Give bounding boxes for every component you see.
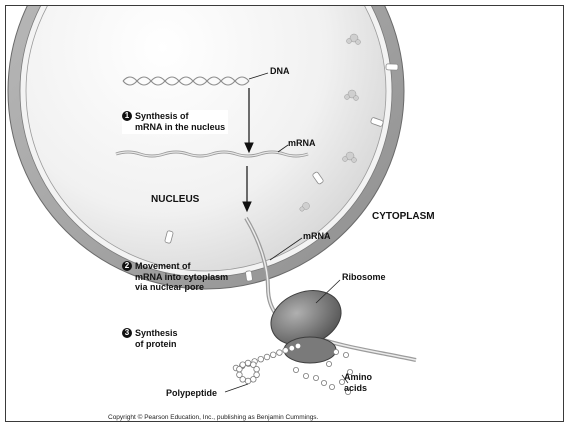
diagram-frame: DNA mRNA NUCLEUS CYTOPLASM mRNA Ribosome… [5,5,564,422]
ribosome-label: Ribosome [342,272,386,283]
step-2-number-badge: 2 [122,261,132,271]
nuclear-envelope [8,6,404,289]
step-1-text: Synthesis of mRNA in the nucleus [135,111,225,132]
amino-acids-label: Amino acids [344,372,372,394]
copyright-notice: Copyright © Pearson Education, Inc., pub… [108,414,318,421]
mrna-cytoplasm-label: mRNA [303,231,331,242]
step-1-number-badge: 1 [122,111,132,121]
polypeptide-leader-line [225,384,248,392]
cytoplasm-label: CYTOPLASM [372,211,435,222]
dna-label: DNA [270,66,290,77]
step-2-text: Movement of mRNA into cytoplasm via nucl… [135,261,228,293]
step-3-text: Synthesis of protein [135,328,178,349]
mrna-nucleus-label: mRNA [288,138,316,149]
polypeptide-chain [233,343,301,384]
nucleus-label: NUCLEUS [151,194,199,205]
step-3-number-badge: 3 [122,328,132,338]
polypeptide-label: Polypeptide [166,388,217,399]
